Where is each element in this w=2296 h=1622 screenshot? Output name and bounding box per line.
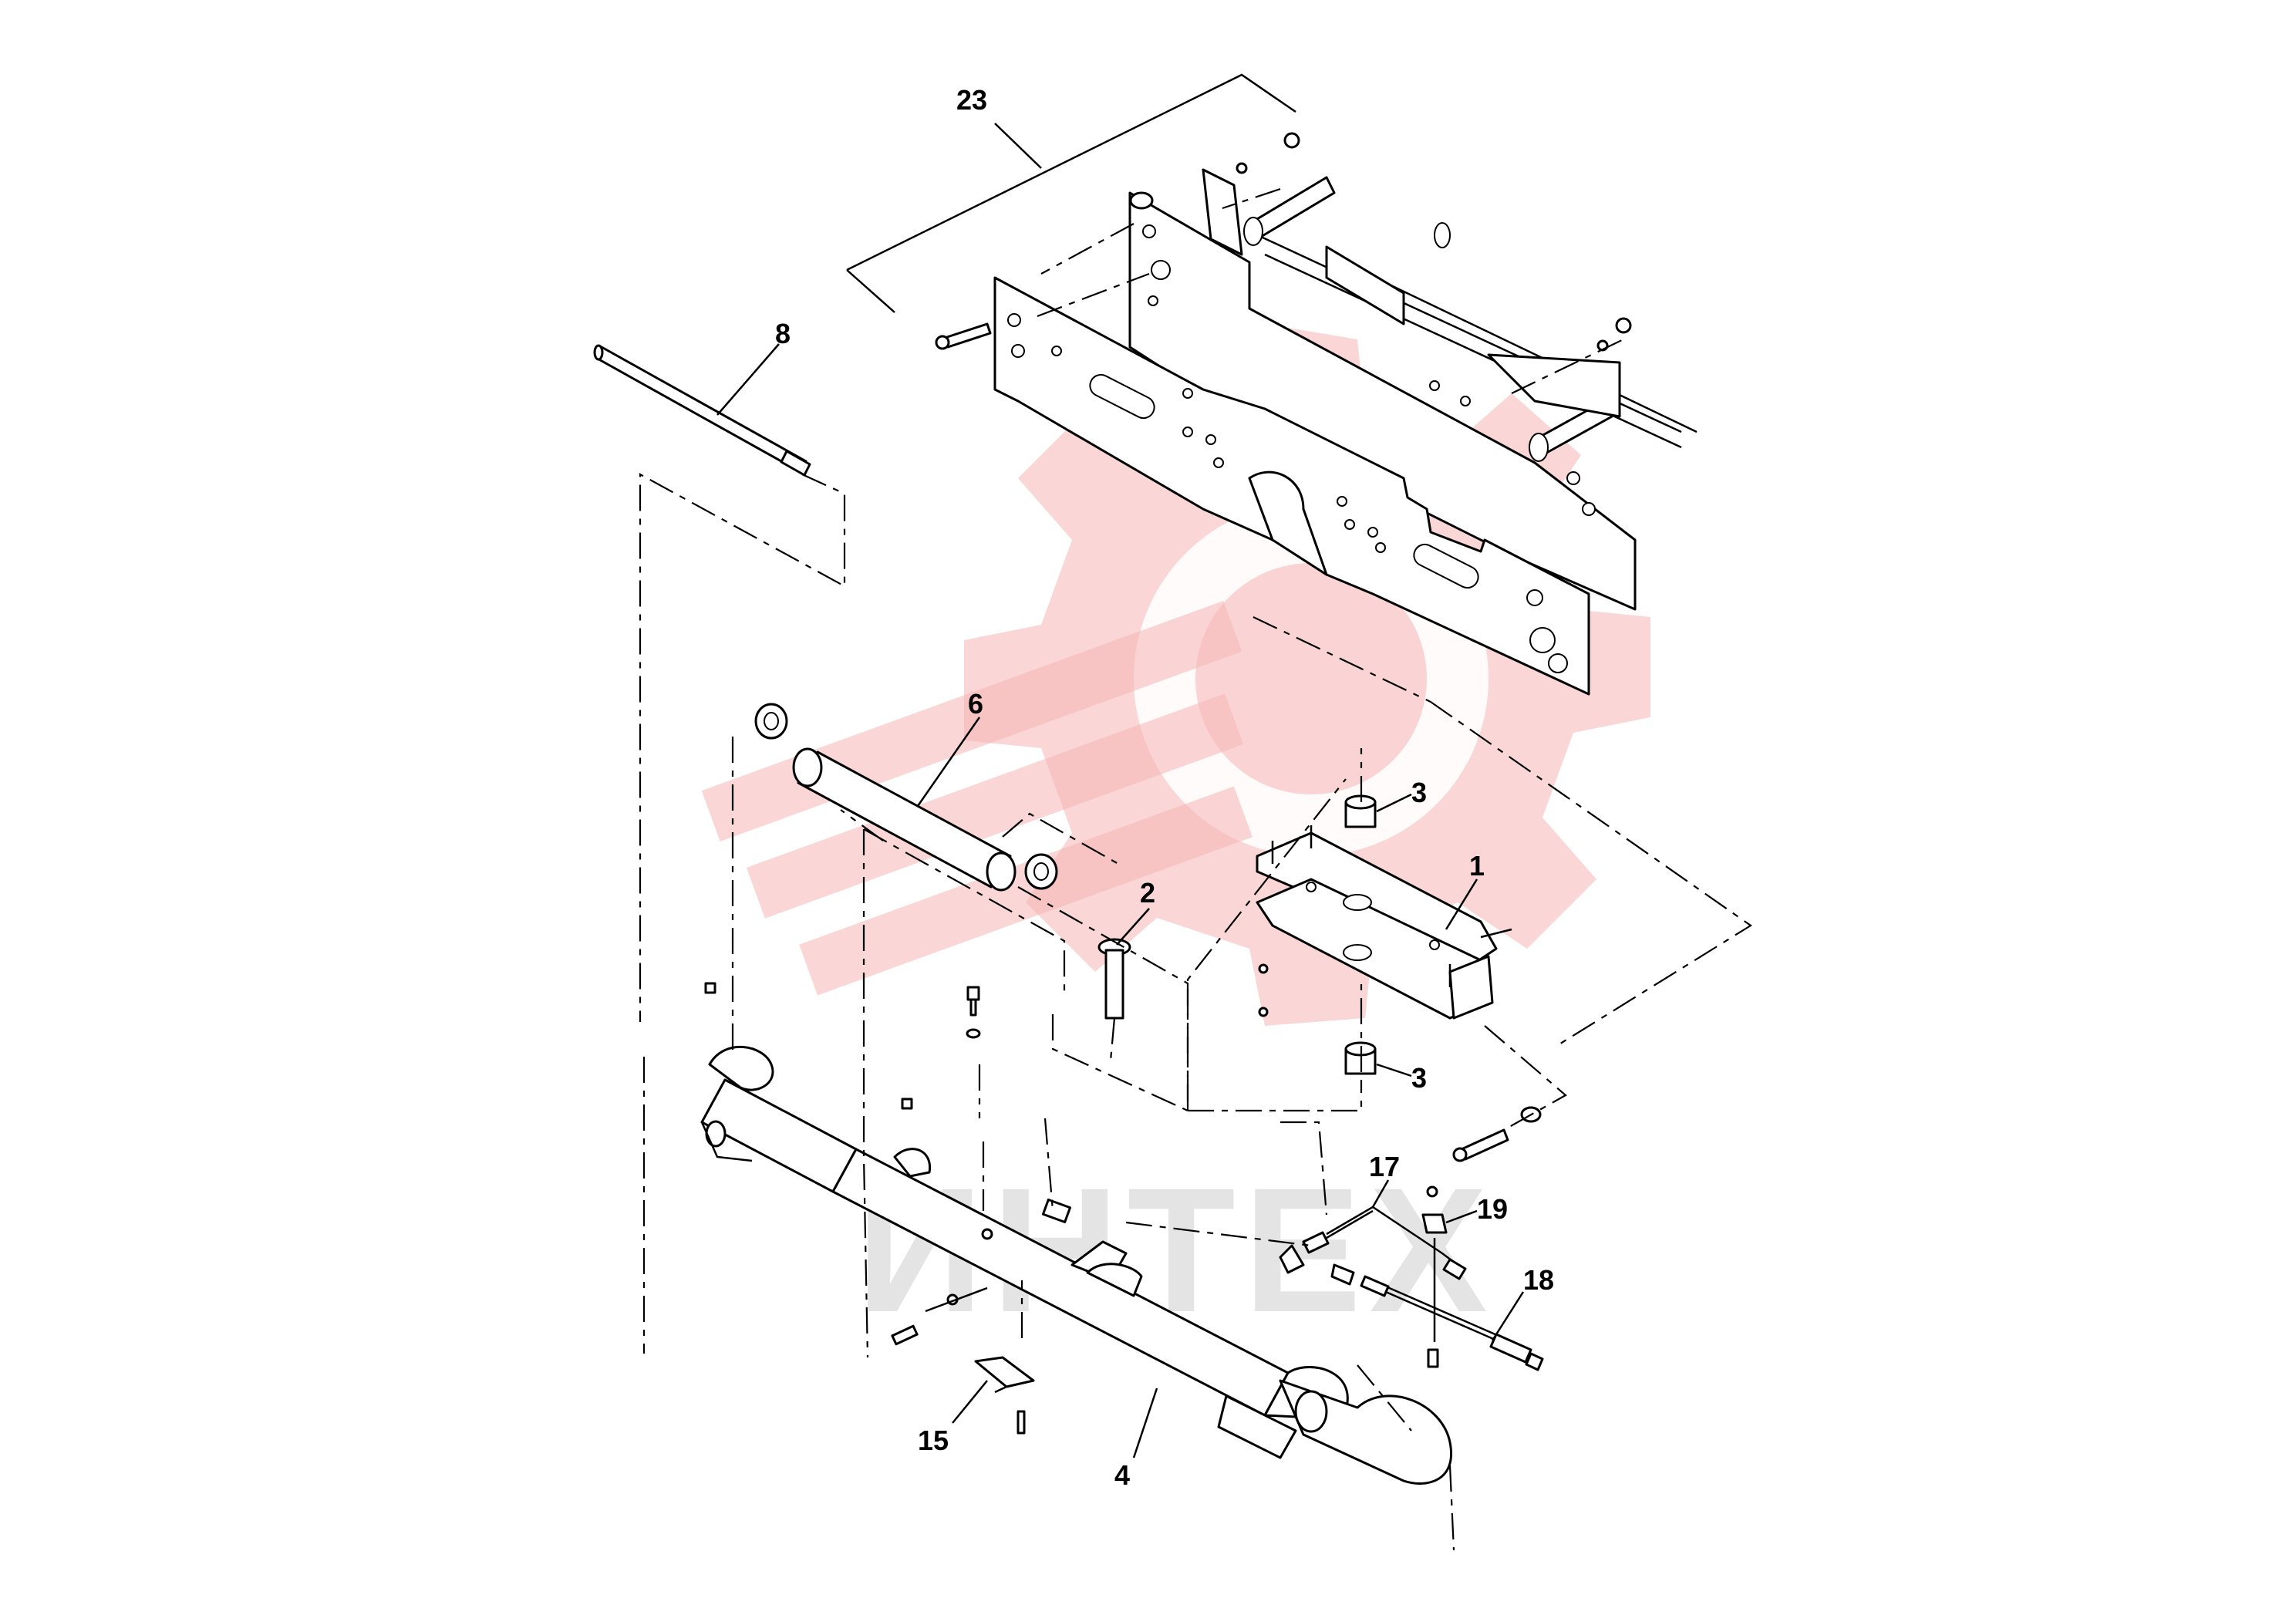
hose-part-18 xyxy=(1360,1275,1544,1371)
callout-18: 18 xyxy=(1523,1264,1554,1296)
callout-15: 15 xyxy=(918,1425,949,1456)
callout-23: 23 xyxy=(956,84,987,116)
callout-8: 8 xyxy=(775,318,791,349)
fitting-part-19 xyxy=(1421,1185,1448,1368)
assembly-centerlines xyxy=(639,187,1752,1551)
callout-3-upper: 3 xyxy=(1411,777,1427,808)
frame-bolts xyxy=(935,132,1632,352)
callout-4: 4 xyxy=(1114,1459,1130,1491)
plate-part-15 xyxy=(974,1356,1035,1394)
callout-2: 2 xyxy=(1140,877,1155,909)
yoke-part-1 xyxy=(1256,825,1512,1020)
callout-19: 19 xyxy=(1477,1193,1508,1225)
callout-17: 17 xyxy=(1369,1151,1400,1182)
yoke-bolt xyxy=(1452,1106,1542,1162)
bushing-part-3-upper xyxy=(1344,794,1377,828)
hose-part-17 xyxy=(1279,1206,1467,1286)
rod-part-8 xyxy=(593,344,811,477)
cylinder-fasteners xyxy=(704,982,1072,1435)
callout-6: 6 xyxy=(968,688,983,720)
frame-assembly xyxy=(993,168,1698,696)
tube-part-6 xyxy=(754,703,1058,892)
pin-part-2 xyxy=(1097,938,1131,1020)
cylinder-part-4 xyxy=(700,1045,1452,1485)
callout-1: 1 xyxy=(1469,850,1485,882)
callout-3-lower: 3 xyxy=(1411,1062,1427,1094)
